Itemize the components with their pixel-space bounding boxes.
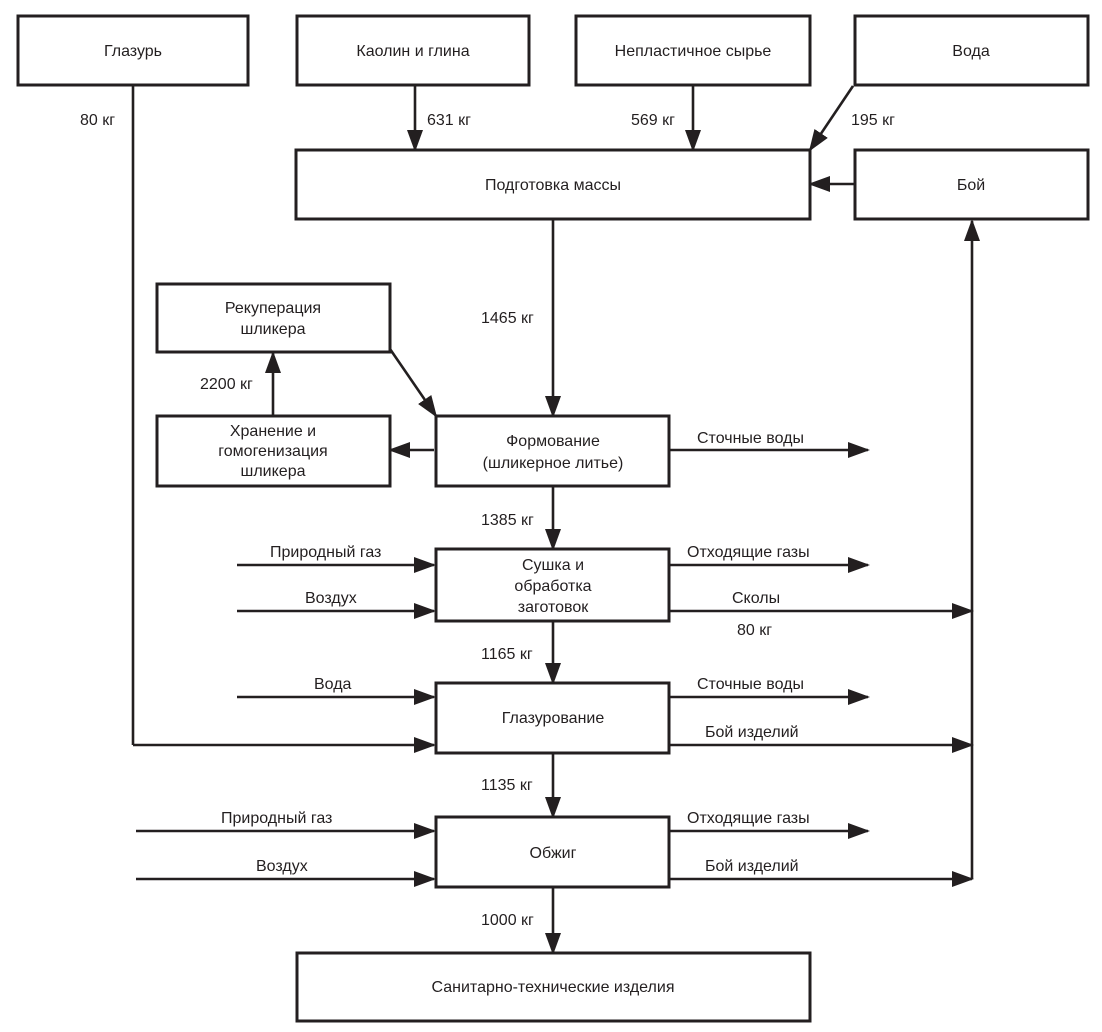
forming-wastewater-label: Сточные воды — [697, 430, 804, 447]
slip-storage-label-line-3: шликера — [241, 463, 306, 480]
chips-quantity: 80 кг — [737, 622, 772, 639]
water-quantity: 195 кг — [851, 112, 895, 129]
glazing-box: Глазурование — [434, 681, 671, 755]
water-box: Вода — [853, 14, 1090, 87]
recovery-to-forming-arrow — [388, 348, 438, 418]
slip-recovery-label-line-1: Рекуперация — [225, 300, 321, 317]
glazing-water-in-label: Вода — [314, 676, 352, 693]
slip-storage-label-line-1: Хранение и — [230, 423, 316, 440]
mass-quantity: 1465 кг — [481, 310, 534, 327]
glazing-wastewater-label: Сточные воды — [697, 676, 804, 693]
product-box: Санитарно-технические изделия — [295, 951, 812, 1023]
slip-quantity: 2200 кг — [200, 376, 253, 393]
drying-box: Сушка и обработка заготовок — [434, 547, 671, 623]
firing-label: Обжиг — [530, 845, 577, 862]
forming-label-line-1: Формование — [506, 433, 600, 450]
stream-labels: Сточные воды Природный газ Воздух Отходя… — [221, 430, 810, 875]
nonplastic-label: Непластичное сырье — [615, 43, 772, 60]
nonplastic-box: Непластичное сырье — [574, 14, 812, 87]
scrap-label: Бой — [957, 177, 985, 194]
slip-storage-box: Хранение и гомогенизация шликера — [155, 414, 392, 488]
drying-chips-label: Сколы — [732, 590, 780, 607]
fired-quantity: 1000 кг — [481, 912, 534, 929]
scrap-box: Бой — [853, 148, 1090, 221]
firing-scrap-label: Бой изделий — [705, 858, 799, 875]
kaolin-label: Каолин и глина — [356, 43, 469, 60]
drying-air-in-label: Воздух — [305, 590, 357, 607]
glaze-label: Глазурь — [104, 43, 162, 60]
glaze-box: Глазурь — [16, 14, 250, 87]
forming-label-line-2: (шликерное литье) — [483, 455, 624, 472]
firing-gas-in-label: Природный газ — [221, 810, 332, 827]
glaze-quantity: 80 кг — [80, 112, 115, 129]
nonplastic-quantity: 569 кг — [631, 112, 675, 129]
drying-label-line-2: обработка — [514, 578, 591, 595]
slip-recovery-box: Рекуперация шликера — [155, 282, 392, 354]
firing-offgas-label: Отходящие газы — [687, 810, 810, 827]
drying-label-line-3: заготовок — [518, 599, 590, 616]
firing-air-in-label: Воздух — [256, 858, 308, 875]
dried-quantity: 1165 кг — [481, 646, 533, 663]
glazed-quantity: 1135 кг — [481, 777, 533, 794]
water-label: Вода — [952, 43, 990, 60]
formed-quantity: 1385 кг — [481, 512, 534, 529]
product-label: Санитарно-технические изделия — [432, 979, 675, 996]
firing-box: Обжиг — [434, 815, 671, 889]
drying-label-line-1: Сушка и — [522, 557, 584, 574]
drying-gas-in-label: Природный газ — [270, 544, 381, 561]
glazing-scrap-label: Бой изделий — [705, 724, 799, 741]
slip-recovery-label-line-2: шликера — [241, 321, 306, 338]
glazing-label: Глазурование — [502, 710, 605, 727]
forming-box: Формование (шликерное литье) — [434, 414, 671, 488]
connectors — [131, 85, 980, 955]
water-to-mass-arrow — [808, 85, 855, 152]
flow-labels: 80 кг 631 кг 569 кг 195 кг 1465 кг 2200 … — [80, 112, 895, 929]
mass-prep-box: Подготовка массы — [294, 148, 812, 221]
drying-offgas-label: Отходящие газы — [687, 544, 810, 561]
slip-storage-label-line-2: гомогенизация — [218, 443, 327, 460]
kaolin-box: Каолин и глина — [295, 14, 531, 87]
kaolin-quantity: 631 кг — [427, 112, 471, 129]
mass-prep-label: Подготовка массы — [485, 177, 621, 194]
